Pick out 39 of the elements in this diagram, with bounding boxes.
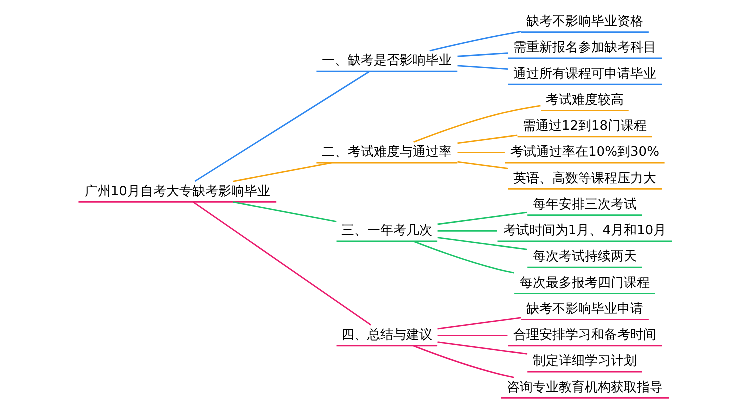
connector	[457, 152, 504, 154]
connector	[457, 65, 508, 70]
node-text: 考试难度较高	[546, 92, 624, 108]
node-text: 缺考不影响毕业资格	[526, 14, 644, 30]
node-text: 合理安排学习和备考时间	[513, 328, 656, 344]
node-text: 需通过12到18门课程	[522, 119, 647, 134]
node-text: 每年安排三次考试	[532, 197, 637, 212]
connector	[457, 134, 518, 144]
connector	[437, 237, 528, 250]
node-text: 缺考不影响毕业申请	[526, 302, 644, 317]
connector	[437, 334, 508, 336]
connector	[457, 52, 508, 58]
node-text: 考试通过率在10%到30%	[510, 145, 660, 160]
node-text: 广州10月自考大专缺考影响毕业	[84, 184, 270, 200]
connector	[437, 230, 497, 232]
node-text: 每次考试持续两天	[532, 250, 637, 265]
connector	[457, 161, 508, 170]
connector	[437, 212, 528, 226]
node-text: 三、一年考几次	[341, 224, 432, 239]
node-text: 一、缺考是否影响毕业	[322, 54, 452, 69]
connector	[429, 31, 521, 52]
connector	[413, 345, 514, 378]
connector	[437, 317, 521, 330]
node-text: 每次最多报考四门课程	[520, 276, 650, 291]
node-text: 考试时间为1月、4月和10月	[502, 224, 666, 239]
connector	[413, 105, 540, 143]
connector	[232, 202, 336, 222]
node-text: 四、总结与建议	[341, 328, 432, 344]
connector	[194, 71, 370, 182]
connector	[232, 162, 332, 182]
node-text: 需重新报名参加缺考科目	[513, 40, 656, 56]
connector	[413, 240, 514, 274]
connector	[192, 202, 372, 326]
node-text: 通过所有课程可申请毕业	[513, 66, 656, 82]
node-text: 制定详细学习计划	[532, 354, 637, 370]
connector	[437, 342, 528, 355]
node-text: 英语、高数等课程压力大	[513, 171, 656, 186]
node-text: 咨询专业教育机构获取指导	[506, 380, 663, 396]
node-text: 二、考试难度与通过率	[322, 145, 452, 160]
